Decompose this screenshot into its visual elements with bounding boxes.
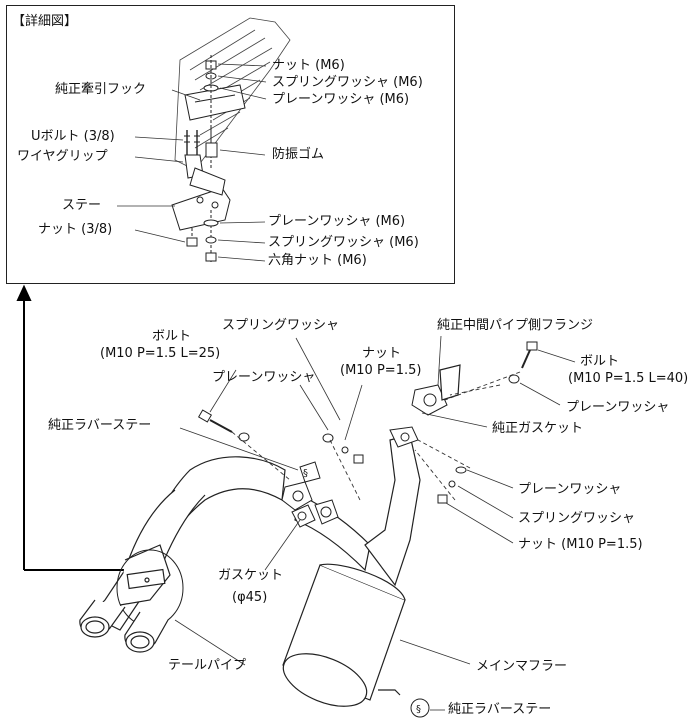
label-nut-center-spec: (M10 P=1.5) [340, 363, 422, 378]
label-stay: ステー [62, 198, 102, 213]
detail-view-title: 【詳細図】 [12, 14, 78, 29]
label-gasket: ガスケット [218, 568, 284, 583]
label-plain-washer-m6-bottom: プレーンワッシャ (M6) [268, 214, 406, 229]
label-tail-pipe: テールパイプ [168, 658, 247, 673]
flange-gaskets [281, 384, 448, 528]
label-genuine-gasket: 純正ガスケット [492, 421, 584, 436]
label-genuine-rubber-stay-bottom: 純正ラバーステー [448, 702, 552, 717]
detail-bottom-fasteners [186, 210, 219, 262]
label-rubber-mount: 防振ゴム [272, 147, 325, 162]
label-genuine-mid-pipe-flange: 純正中間パイプ側フランジ [437, 318, 594, 333]
label-bolt-right-spec: (M10 P=1.5 L=40) [568, 371, 689, 386]
label-spring-washer-m6-top: スプリングワッシャ (M6) [272, 75, 423, 90]
label-genuine-tow-hook: 純正牽引フック [55, 82, 147, 97]
label-u-bolt: Uボルト (3/8) [31, 129, 115, 144]
svg-text:§: § [416, 704, 421, 715]
label-nut-center: ナット [362, 346, 402, 361]
main-muffler-part [282, 563, 406, 707]
detail-leader-lines [117, 63, 267, 262]
label-wire-grip: ワイヤグリップ [17, 149, 108, 164]
label-plain-washer-m6-top: プレーンワッシャ (M6) [272, 92, 410, 107]
center-pipe [294, 434, 421, 587]
label-bolt-right: ボルト [580, 354, 620, 369]
assembly-dash-lines [231, 371, 521, 501]
label-spring-washer-center: スプリングワッシャ [222, 318, 340, 333]
label-nut-m6-top: ナット (M6) [272, 58, 345, 73]
label-hex-nut-m6: 六角ナット (M6) [268, 253, 367, 268]
label-plain-washer-right-top: プレーンワッシャ [566, 400, 670, 415]
label-spring-washer-m6-bottom: スプリングワッシャ (M6) [268, 235, 419, 250]
detail-view-frame [6, 5, 455, 284]
label-main-muffler: メインマフラー [476, 659, 568, 674]
label-plain-washer-right: プレーンワッシャ [518, 482, 622, 497]
label-bolt-left-spec: (M10 P=1.5 L=25) [100, 346, 221, 361]
label-gasket-size: (φ45) [232, 590, 268, 605]
stay-part [171, 167, 231, 231]
label-nut-right-spec: ナット (M10 P=1.5) [518, 537, 643, 552]
main-leader-lines [174, 335, 576, 711]
label-genuine-rubber-stay-left: 純正ラバーステー [48, 418, 152, 433]
main-fasteners: § § [197, 341, 538, 718]
label-bolt-left: ボルト [152, 329, 192, 344]
tail-pipe-assembly [79, 456, 286, 653]
svg-text:§: § [303, 468, 308, 479]
label-spring-washer-right: スプリングワッシャ [518, 511, 636, 526]
rubber-mount-part [205, 125, 218, 158]
label-nut-3-8: ナット (3/8) [38, 222, 113, 237]
label-plain-washer-center: プレーンワッシャ [212, 370, 316, 385]
